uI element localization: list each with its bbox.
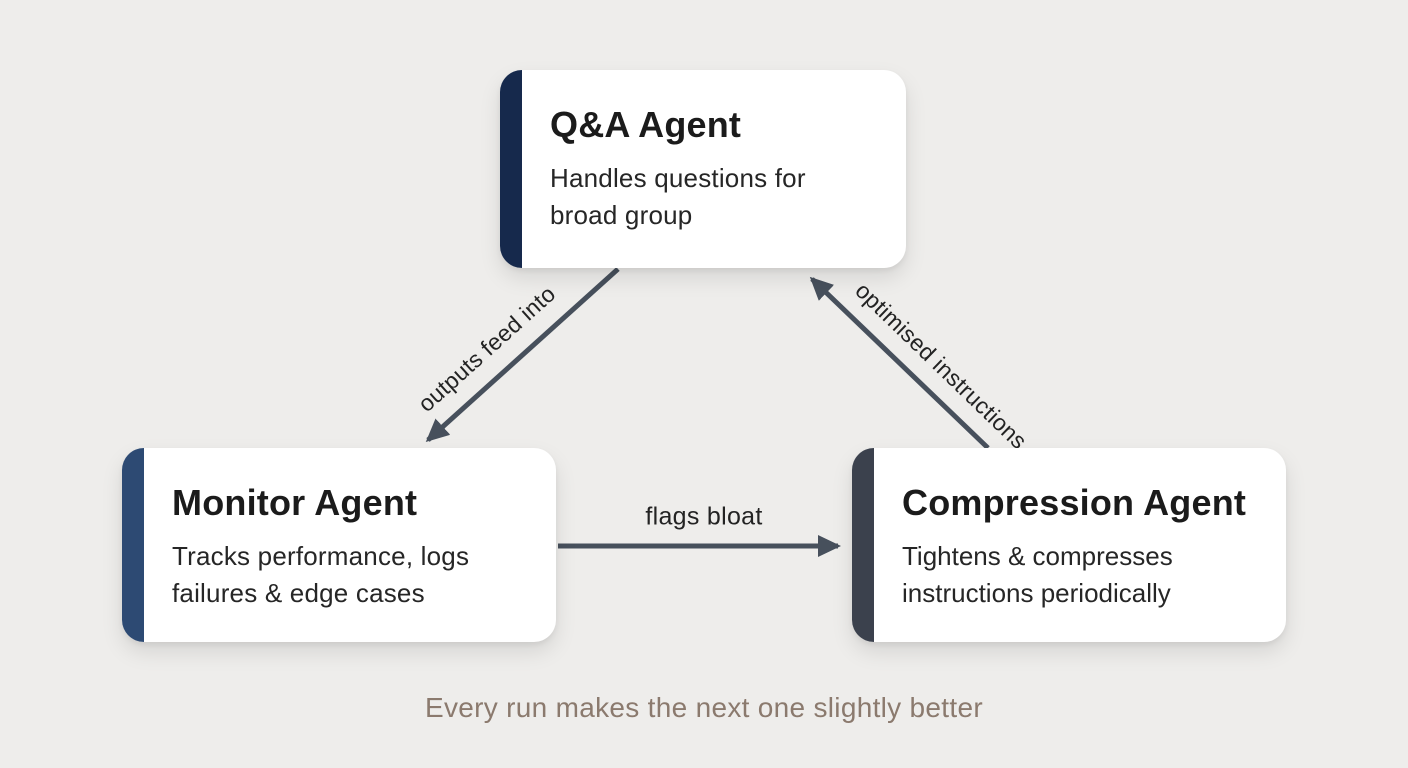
card-content: Compression Agent Tightens & compresses … [902,482,1256,612]
card-content: Monitor Agent Tracks performance, logs f… [172,482,526,612]
card-accent-bar [852,448,874,642]
edge-qa-to-monitor [425,267,620,443]
edge-compression-to-qa [809,276,990,450]
card-content: Q&A Agent Handles questions for broad gr… [550,104,876,234]
edge-label-flags-bloat: flags bloat [645,502,763,531]
card-title: Q&A Agent [550,104,742,145]
card-description: Tracks performance, logs failures & edge… [172,541,470,608]
card-compression-agent: Compression Agent Tightens & compresses … [852,448,1286,642]
card-description: Handles questions for broad group [550,163,806,230]
card-monitor-agent: Monitor Agent Tracks performance, logs f… [122,448,556,642]
card-qa-agent: Q&A Agent Handles questions for broad gr… [500,70,906,268]
card-description: Tightens & compresses instructions perio… [902,541,1173,608]
card-accent-bar [122,448,144,642]
diagram-caption: Every run makes the next one slightly be… [425,692,983,723]
card-title: Compression Agent [902,482,1247,523]
card-accent-bar [500,70,522,268]
card-title: Monitor Agent [172,482,418,523]
